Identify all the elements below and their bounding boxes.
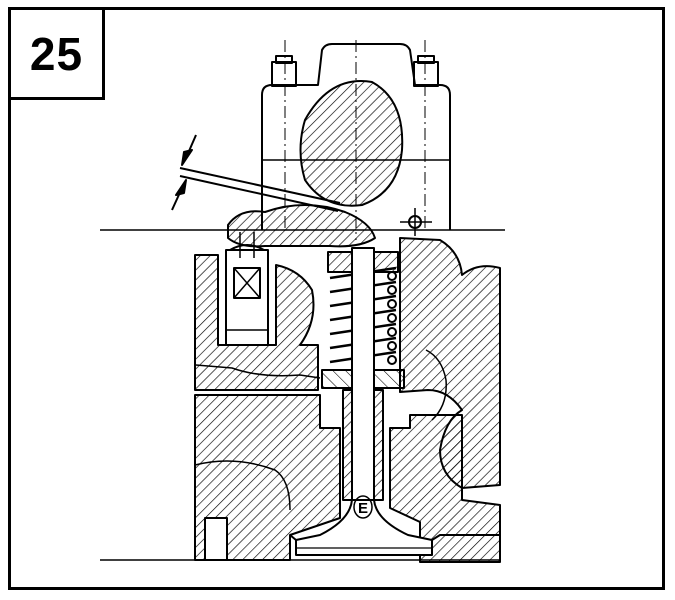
exhaust-valve	[295, 247, 433, 556]
valve-marker-label: E	[358, 500, 368, 517]
step-number-box: 25	[8, 7, 105, 100]
rocker-arm	[227, 204, 376, 248]
step-number: 25	[29, 27, 84, 80]
cam-center-mark	[400, 208, 432, 236]
valve-seat	[289, 534, 500, 541]
clearance-arrows	[171, 134, 197, 211]
hydraulic-lash-adjuster	[225, 232, 269, 346]
cam-lobe	[299, 80, 404, 207]
head-casting-left	[194, 254, 319, 391]
